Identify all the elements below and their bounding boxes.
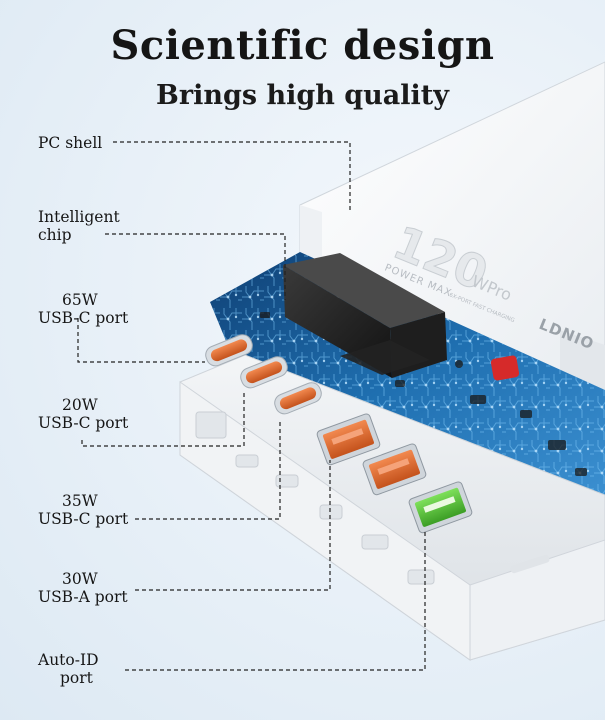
label-c65-line1: 65W xyxy=(62,291,98,309)
leader-20w xyxy=(81,392,245,447)
label-c65-line2: USB-C port xyxy=(38,309,129,327)
usb-a-auto-id-port xyxy=(408,481,473,534)
front-housing xyxy=(179,354,605,661)
intelligent-chip xyxy=(283,253,447,378)
label-usb-c-65w: 65W USB-C port xyxy=(38,291,128,327)
usb-c-35w-port xyxy=(274,382,322,415)
label-usb-a-30w: 30W USB-A port xyxy=(38,570,128,606)
label-intelligent-chip: Intelligent chip xyxy=(38,208,120,244)
leader-35w xyxy=(135,420,281,520)
label-pc-shell: PC shell xyxy=(38,134,102,152)
label-auto-line2: port xyxy=(60,669,93,687)
label-pc-shell-text: PC shell xyxy=(38,134,103,152)
leader-lines xyxy=(77,141,426,671)
usb-a-30w-port-1 xyxy=(316,413,381,466)
leader-auto-id xyxy=(125,530,426,671)
label-a30-line1: 30W xyxy=(62,570,98,588)
leader-65w xyxy=(77,318,205,363)
label-c35-line2: USB-C port xyxy=(38,510,129,528)
label-auto-line1: Auto-ID xyxy=(38,651,99,669)
red-component xyxy=(490,355,520,381)
usb-a-30w-port-2 xyxy=(362,443,427,496)
page-subtitle: Brings high quality xyxy=(156,80,449,111)
label-auto-id: Auto-ID port xyxy=(38,651,99,687)
label-usb-c-35w: 35W USB-C port xyxy=(38,492,128,528)
power-unit: W xyxy=(469,271,491,295)
leader-intelligent-chip xyxy=(105,233,286,300)
usb-c-20w-port xyxy=(240,356,288,389)
label-chip-line2: chip xyxy=(38,226,72,244)
leader-30w xyxy=(135,460,331,591)
label-c20-line2: USB-C port xyxy=(38,414,129,432)
power-max-printing: 120 W Pro POWER MAX 6X-PORT FAST CHARGIN… xyxy=(383,215,515,325)
label-c20-line1: 20W xyxy=(62,396,98,414)
leader-pc-shell xyxy=(113,141,351,212)
label-chip-line1: Intelligent xyxy=(38,208,120,226)
label-c35-line1: 35W xyxy=(62,492,98,510)
usb-c-65w-port xyxy=(205,334,253,367)
label-usb-c-20w: 20W USB-C port xyxy=(38,396,128,432)
label-a30-line2: USB-A port xyxy=(38,588,128,606)
page-title: Scientific design xyxy=(110,22,495,69)
